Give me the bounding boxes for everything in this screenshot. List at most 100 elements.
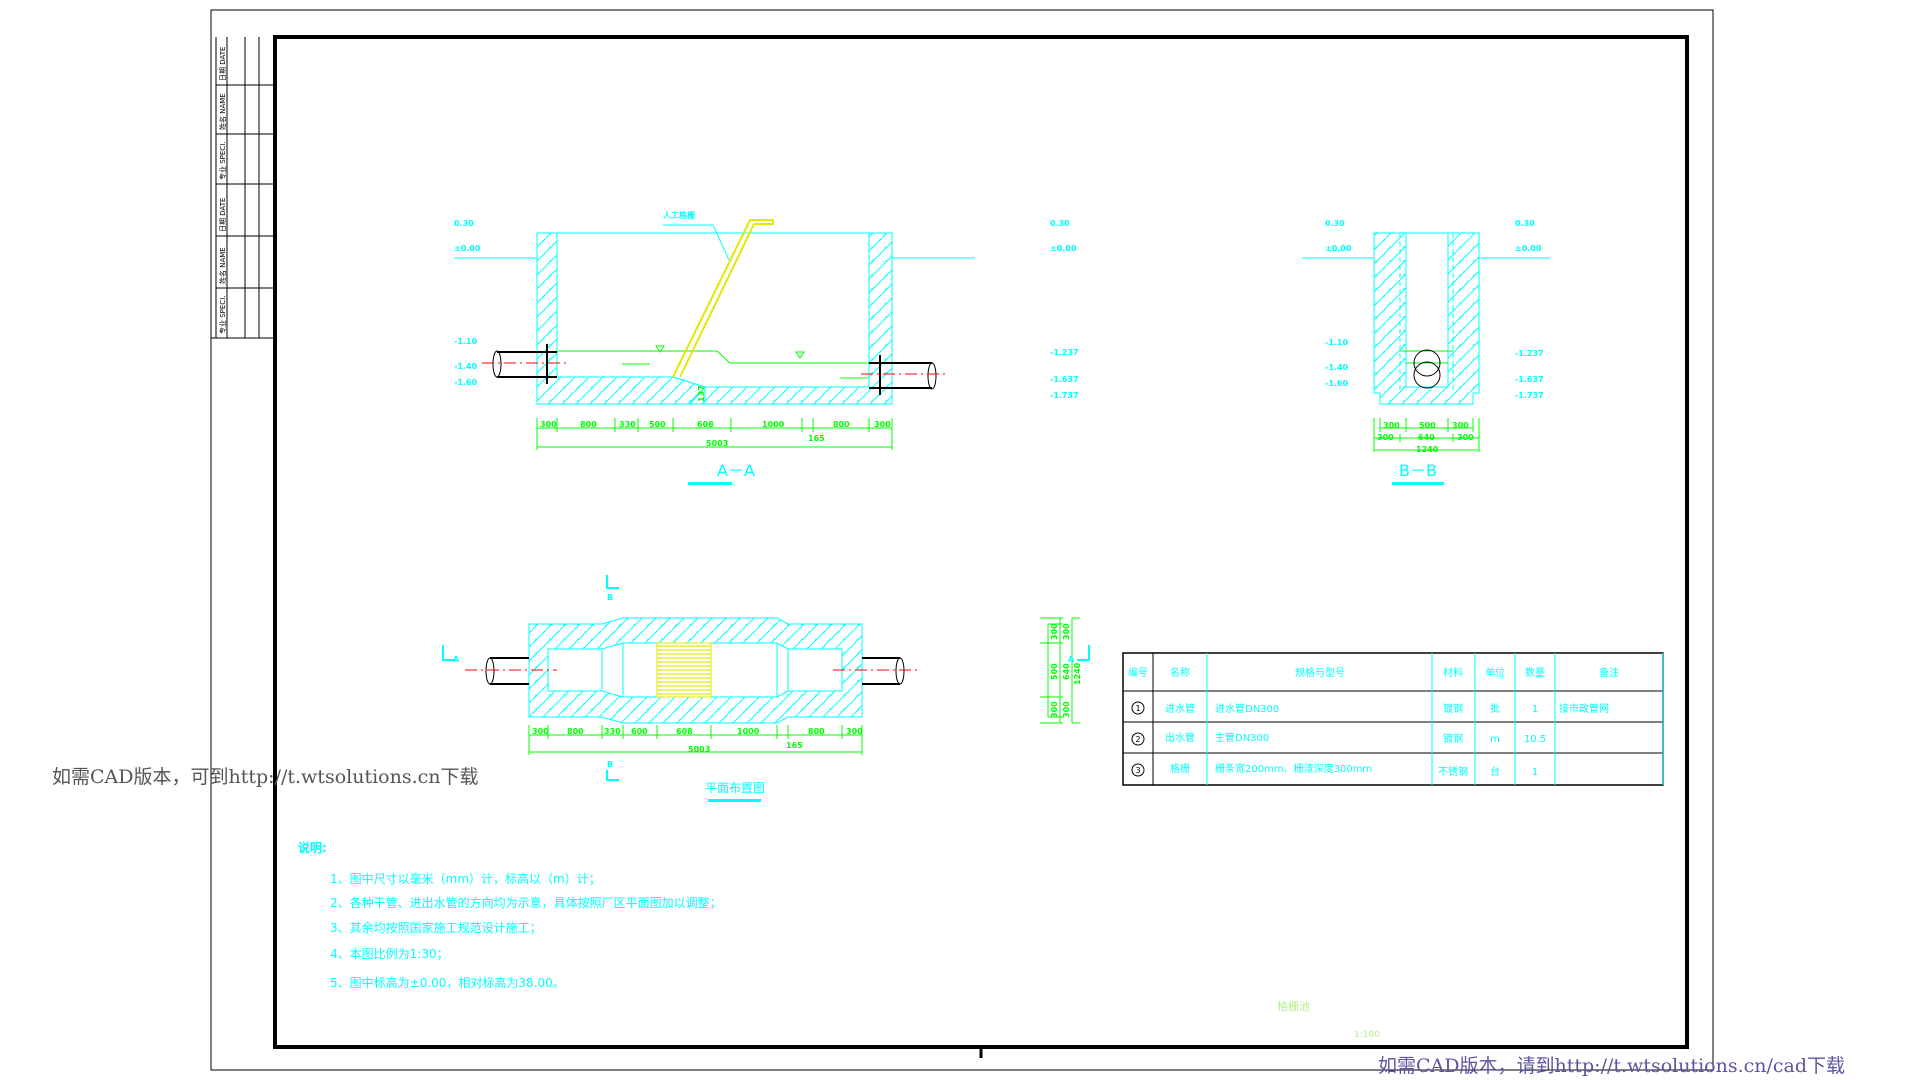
elevation-label: 0.30 bbox=[1325, 219, 1345, 228]
note-item: 1、图中尺寸以毫米（mm）计，标高以（m）计； bbox=[330, 871, 601, 886]
drawing-scale: 1:100 bbox=[1354, 1030, 1380, 1040]
section-bb-title: B－B bbox=[1399, 461, 1437, 480]
grate-label: 人工格栅 bbox=[663, 210, 695, 220]
dim-label: 300 bbox=[846, 727, 863, 736]
elevation-label: -1.737 bbox=[1050, 391, 1079, 400]
table-cell: 镀钢 bbox=[1443, 702, 1463, 715]
note-item: 4、本图比例为1:30； bbox=[330, 947, 449, 961]
table-cell: 进水管 bbox=[1165, 702, 1195, 715]
dim-label: 137 bbox=[697, 385, 706, 402]
dim-label: 640 bbox=[1062, 663, 1071, 680]
dim-label: 800 bbox=[808, 727, 825, 736]
table-cell: 栅条宽200mm、栅渣深度300mm bbox=[1215, 762, 1372, 775]
dim-label: 300 bbox=[540, 420, 557, 429]
table-cell: 1 bbox=[1135, 704, 1140, 713]
dim-label: 300 bbox=[1050, 701, 1059, 718]
elevation-label: -1.10 bbox=[454, 337, 477, 346]
table-cell: m bbox=[1490, 734, 1500, 745]
plan-title: 平面布置图 bbox=[705, 781, 765, 795]
elevation-label: -1.237 bbox=[1515, 349, 1544, 358]
dim-total: 5003 bbox=[688, 745, 710, 754]
drawing-title: 格栅池 bbox=[1277, 999, 1310, 1013]
table-cell: 台 bbox=[1490, 765, 1500, 778]
dim-label: 500 bbox=[1419, 421, 1436, 430]
dim-label: 165 bbox=[786, 741, 803, 750]
elevation-label: 0.30 bbox=[454, 219, 474, 228]
table-cell: 格栅 bbox=[1170, 762, 1190, 775]
material-table bbox=[1122, 652, 1664, 786]
dim-label: 1000 bbox=[737, 727, 760, 736]
dim-label: 300 bbox=[1383, 421, 1400, 430]
table-cell: 1 bbox=[1532, 767, 1538, 778]
table-cell: 批 bbox=[1490, 702, 1500, 715]
dim-label: 300 bbox=[874, 420, 891, 429]
elevation-label: -1.40 bbox=[454, 362, 477, 371]
dim-label: 800 bbox=[833, 420, 850, 429]
table-header: 数量 bbox=[1525, 666, 1545, 679]
dim-label: 608 bbox=[697, 420, 714, 429]
elevation-label: -1.60 bbox=[454, 378, 477, 387]
section-aa bbox=[454, 219, 975, 450]
elevation-label: -1.637 bbox=[1050, 375, 1079, 384]
table-header: 编号 bbox=[1128, 666, 1148, 679]
section-marker: B bbox=[607, 760, 613, 769]
table-cell: 进水管DN300 bbox=[1215, 702, 1279, 715]
section-aa-title: A－A bbox=[717, 461, 755, 480]
dim-label: 800 bbox=[567, 727, 584, 736]
dim-label: 300 bbox=[1377, 433, 1394, 442]
notes-heading: 说明: bbox=[298, 840, 327, 855]
elevation-label: -1.10 bbox=[1325, 338, 1348, 347]
title-block-cell: 日期 DATE bbox=[219, 47, 227, 81]
table-cell: 10.5 bbox=[1524, 734, 1546, 745]
dim-total: 1240 bbox=[1416, 445, 1439, 454]
title-block-cell: 专业 SPECI. bbox=[218, 296, 227, 335]
dim-label: 640 bbox=[1418, 433, 1435, 442]
elevation-label: -1.637 bbox=[1515, 375, 1544, 384]
table-header: 名称 bbox=[1170, 666, 1190, 679]
note-item: 2、各种干管、进出水管的方向均为示意，具体按照厂区平面图加以调整； bbox=[330, 895, 722, 910]
dim-label: 330 bbox=[619, 420, 636, 429]
dim-label: 608 bbox=[676, 727, 693, 736]
title-block-cell: 专业 SPECI. bbox=[218, 142, 227, 181]
table-header: 规格与型号 bbox=[1295, 666, 1345, 679]
title-block bbox=[211, 37, 275, 339]
table-header: 备注 bbox=[1599, 666, 1619, 679]
dim-label: 300 bbox=[532, 727, 549, 736]
title-block-cell: 姓名 NAME bbox=[218, 247, 227, 284]
table-cell: 主管DN300 bbox=[1215, 731, 1269, 744]
section-marker: A bbox=[453, 655, 460, 664]
table-cell: 接市政管网 bbox=[1559, 702, 1609, 715]
note-item: 3、其余均按照国家施工规范设计施工； bbox=[330, 920, 542, 935]
note-item: 5、图中标高为±0.00，相对标高为38.00。 bbox=[330, 975, 565, 990]
dim-label: 800 bbox=[580, 420, 597, 429]
dim-label: 300 bbox=[1050, 623, 1059, 640]
table-cell: 出水管 bbox=[1165, 731, 1195, 744]
plan-view bbox=[442, 575, 1090, 781]
dim-label: 300 bbox=[1062, 701, 1071, 718]
dim-total: 1240 bbox=[1073, 662, 1082, 685]
table-header: 单位 bbox=[1485, 666, 1505, 679]
dim-label: 1000 bbox=[762, 420, 785, 429]
dim-label: 500 bbox=[1050, 663, 1059, 680]
title-block-cell: 姓名 NAME bbox=[218, 93, 227, 130]
sheet-border bbox=[210, 9, 1714, 1071]
table-cell: 3 bbox=[1135, 766, 1140, 775]
elevation-label: -1.737 bbox=[1515, 391, 1544, 400]
section-bb bbox=[1302, 232, 1550, 452]
elevation-label: -1.60 bbox=[1325, 379, 1348, 388]
watermark-bottom: 如需CAD版本，请到http://t.wtsolutions.cn/cad下载 bbox=[1378, 1055, 1846, 1077]
title-block-cell: 日期 DATE bbox=[219, 198, 227, 232]
elevation-label: 0.30 bbox=[1515, 219, 1535, 228]
table-cell: 2 bbox=[1135, 735, 1140, 744]
table-cell: 镀钢 bbox=[1443, 732, 1463, 745]
dim-label: 300 bbox=[1062, 623, 1071, 640]
dim-label: 600 bbox=[631, 727, 648, 736]
dim-label: 330 bbox=[604, 727, 621, 736]
table-cell: 1 bbox=[1532, 704, 1538, 715]
table-header: 材料 bbox=[1443, 666, 1463, 679]
dim-label: 300 bbox=[1452, 421, 1469, 430]
elevation-label: 0.30 bbox=[1050, 219, 1070, 228]
watermark-left: 如需CAD版本，可到http://t.wtsolutions.cn下载 bbox=[52, 766, 479, 788]
section-marker: B bbox=[607, 593, 613, 602]
dim-label: 165 bbox=[808, 434, 825, 443]
